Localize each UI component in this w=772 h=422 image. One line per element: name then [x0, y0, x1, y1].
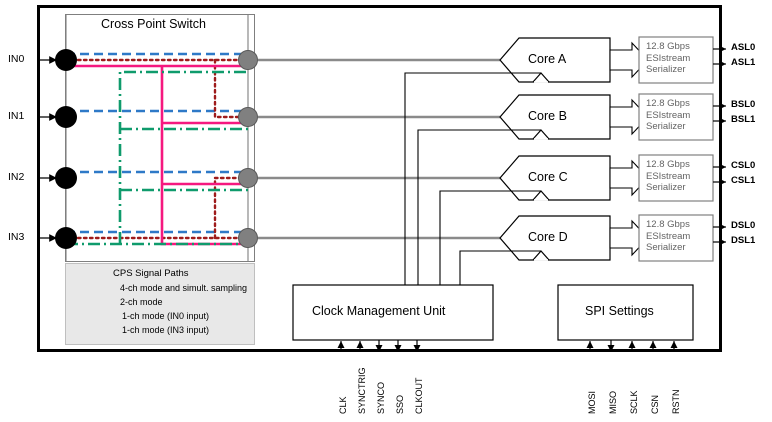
pin-label-clk: CLK [338, 396, 348, 414]
input-node-in3 [55, 227, 77, 249]
input-label-in3: IN3 [8, 231, 25, 243]
input-node-in0 [55, 49, 77, 71]
cross-point-switch-box [65, 14, 255, 262]
serializer-block-c: 12.8 Gbps ESIstream Serializer [646, 159, 690, 194]
serializer-a-line2: ESIstream [646, 52, 691, 64]
legend-item-4ch-label: 4-ch mode and simult. sampling [120, 283, 248, 293]
output-label-asl0: ASL0 [731, 42, 756, 53]
cross-point-switch-title: Cross Point Switch [101, 17, 206, 31]
pin-label-miso: MISO [608, 390, 618, 414]
pin-label-sclk: SCLK [629, 390, 639, 414]
serializer-block-d: 12.8 Gbps ESIstream Serializer [646, 219, 690, 254]
cps-output-node-2 [238, 168, 258, 188]
legend-box [65, 263, 255, 345]
serializer-c-line1: 12.8 Gbps [646, 159, 690, 170]
output-label-csl0: CSL0 [731, 160, 756, 171]
serializer-b-line2: ESIstream [646, 109, 691, 121]
serializer-a-line1: 12.8 Gbps [646, 41, 690, 52]
pin-label-mosi: MOSI [587, 390, 597, 414]
chip-boundary [37, 5, 722, 352]
serializer-c-line2: ESIstream [646, 170, 691, 182]
input-label-in1: IN1 [8, 110, 25, 122]
pin-label-synctrig: SYNCTRIG [357, 367, 367, 414]
input-label-in2: IN2 [8, 171, 25, 183]
serializer-a-line3: Serializer [646, 64, 686, 75]
serializer-d-line3: Serializer [646, 242, 686, 253]
cps-output-node-0 [238, 50, 258, 70]
serializer-block-b: 12.8 Gbps ESIstream Serializer [646, 98, 690, 133]
input-label-in0: IN0 [8, 53, 25, 65]
serializer-block-a: 12.8 Gbps ESIstream Serializer [646, 41, 690, 76]
output-label-dsl0: DSL0 [731, 220, 756, 231]
cps-output-node-1 [238, 107, 258, 127]
serializer-d-line2: ESIstream [646, 230, 691, 242]
core-label-d: Core D [528, 230, 568, 244]
pin-label-sso: SSO [395, 394, 405, 414]
spi-settings-label: SPI Settings [585, 304, 654, 318]
core-label-c: Core C [528, 170, 568, 184]
serializer-c-line3: Serializer [646, 182, 686, 193]
output-label-csl1: CSL1 [731, 175, 756, 186]
output-label-bsl1: BSL1 [731, 114, 756, 125]
core-label-b: Core B [528, 109, 567, 123]
serializer-d-line1: 12.8 Gbps [646, 219, 690, 230]
output-label-bsl0: BSL0 [731, 99, 756, 110]
legend-item-1ch-in0-label: 1-ch mode (IN0 input) [122, 311, 210, 321]
pin-label-synco: SYNCO [376, 381, 386, 414]
pin-label-csn: CSN [650, 394, 660, 414]
legend-item-2ch-label: 2-ch mode [120, 297, 163, 307]
output-label-asl1: ASL1 [731, 57, 756, 68]
pin-label-clkout: CLKOUT [414, 377, 424, 414]
output-label-dsl1: DSL1 [731, 235, 756, 246]
input-node-in2 [55, 167, 77, 189]
serializer-b-line3: Serializer [646, 121, 686, 132]
input-node-in1 [55, 106, 77, 128]
legend-item-1ch-in3-label: 1-ch mode (IN3 input) [122, 325, 210, 335]
pin-label-rstn: RSTN [671, 389, 681, 415]
clock-management-unit-label: Clock Management Unit [312, 304, 446, 318]
legend-title: CPS Signal Paths [113, 268, 189, 279]
serializer-b-line1: 12.8 Gbps [646, 98, 690, 109]
cps-output-node-3 [238, 228, 258, 248]
core-label-a: Core A [528, 52, 567, 66]
